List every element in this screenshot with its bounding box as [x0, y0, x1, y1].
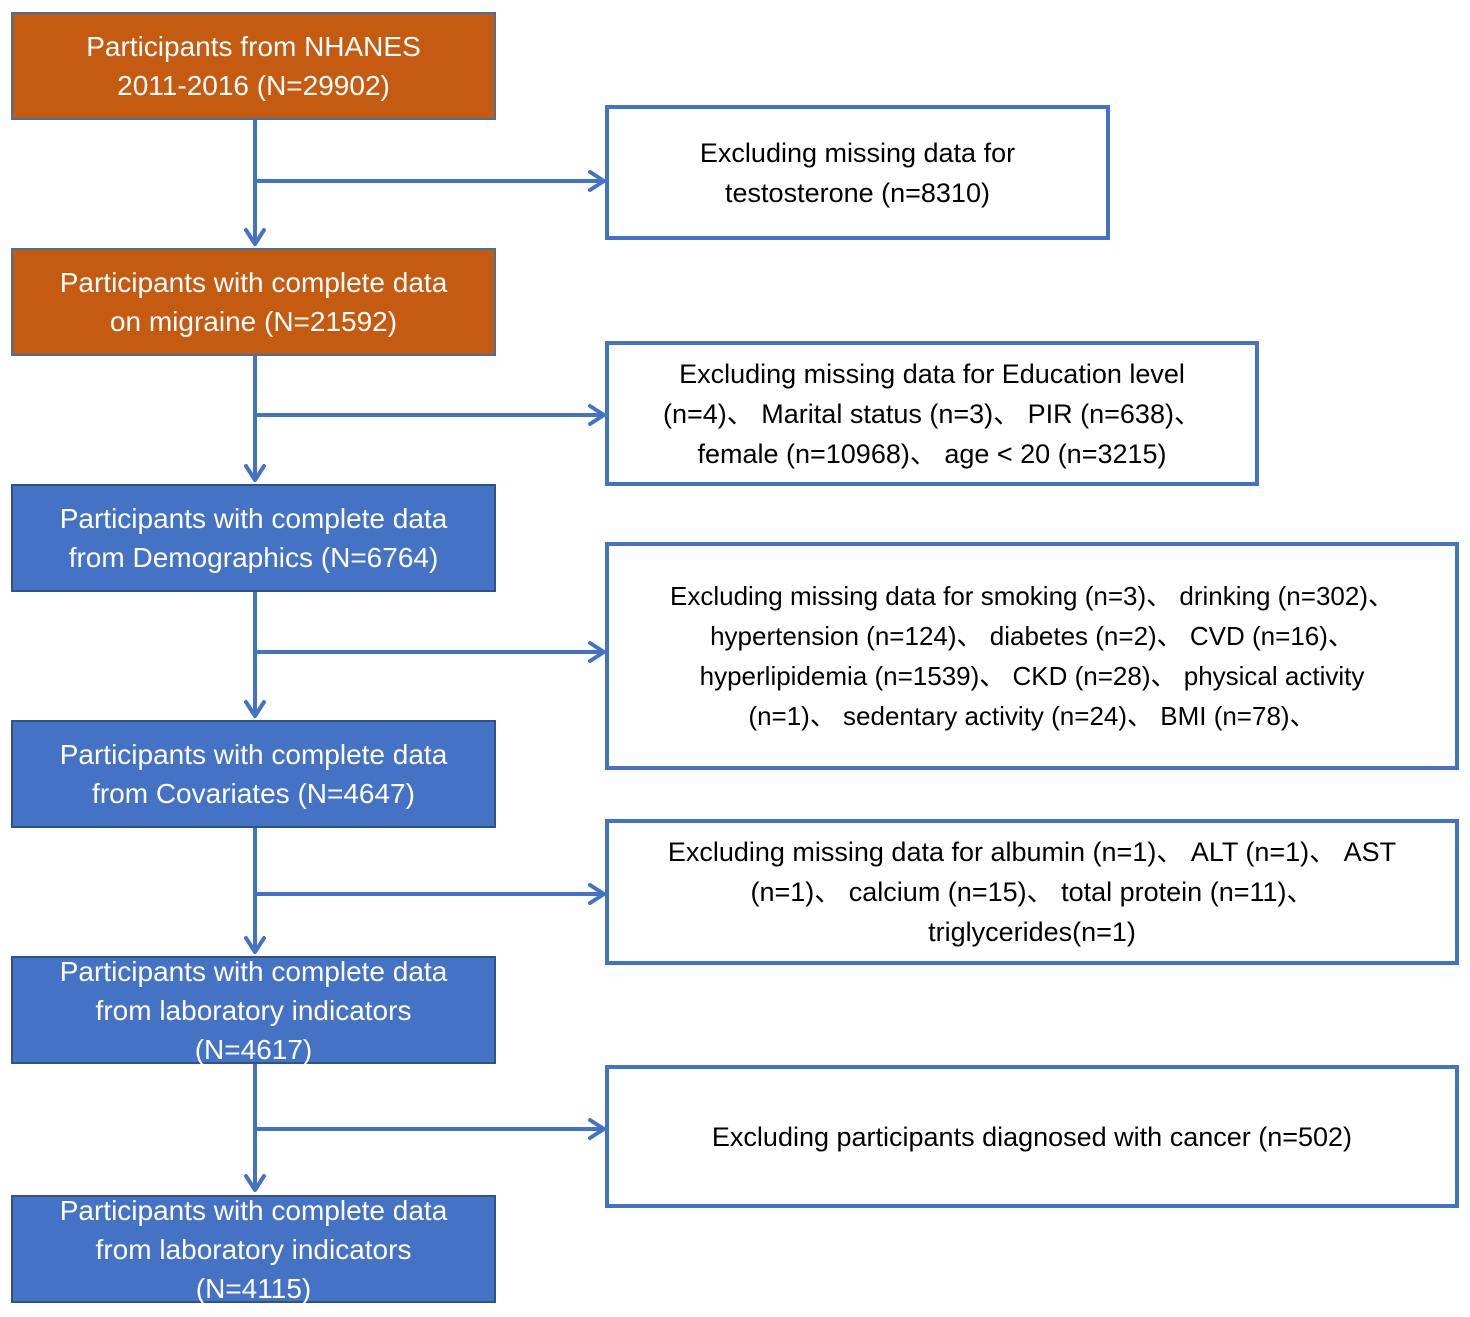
step-box-line: Participants with complete data [59, 503, 448, 534]
flow-arrow-2-head [244, 464, 266, 482]
step-box-line: Participants with complete data [59, 267, 448, 298]
exclusion-box-covariates: Excluding missing data for smoking (n=3)… [605, 542, 1459, 770]
exclusion-box-laboratory: Excluding missing data for albumin (n=1)… [605, 819, 1459, 965]
step-box-line: from laboratory indicators [95, 1233, 412, 1265]
step-box-line: 2011-2016 (N=29902) [117, 70, 390, 101]
exclusion-line: Excluding missing data for smoking (n=3)… [669, 581, 1394, 611]
step-box-line: (N=4115) [195, 1272, 312, 1304]
step-box-laboratory-2: Participants with complete data from lab… [11, 1195, 496, 1304]
step-box-line: Participants with complete data [59, 739, 448, 770]
exclusion-line: triglycerides(n=1) [928, 917, 1136, 947]
step-box-nhanes: Participants from NHANES 2011-2016 (N=29… [11, 12, 496, 120]
branch-arrow-4-head [588, 883, 606, 905]
step-box-line: from Covariates (N=4647) [92, 778, 415, 809]
step-box-line: from laboratory indicators [95, 994, 412, 1026]
exclusion-box-demographics: Excluding missing data for Education lev… [605, 341, 1259, 486]
step-box-line: Participants with complete data [59, 1194, 448, 1226]
step-box-migraine: Participants with complete data on migra… [11, 248, 496, 356]
exclusion-line: testosterone (n=8310) [725, 177, 990, 208]
branch-arrow-5-head [588, 1118, 606, 1140]
exclusion-line: (n=4)、 Marital status (n=3)、 PIR (n=638)… [663, 398, 1201, 429]
flow-arrow-5-head [244, 1174, 266, 1192]
step-box-line: Participants from NHANES [86, 31, 421, 62]
step-box-line: Participants with complete data [59, 955, 448, 987]
step-box-line: (N=4617) [194, 1033, 313, 1065]
exclusion-box-testosterone: Excluding missing data for testosterone … [605, 105, 1110, 240]
exclusion-line: female (n=10968)、 age < 20 (n=3215) [697, 438, 1167, 469]
flow-arrow-4-head [244, 936, 266, 954]
flow-arrow-3-head [244, 700, 266, 718]
exclusion-line: Excluding missing data for [699, 137, 1016, 168]
exclusion-line: Excluding missing data for Education lev… [679, 358, 1185, 389]
exclusion-line: (n=1)、 sedentary activity (n=24)、 BMI (n… [748, 701, 1316, 731]
branch-arrow-3-head [588, 641, 606, 663]
exclusion-line: Excluding participants diagnosed with ca… [711, 1121, 1353, 1152]
exclusion-box-cancer: Excluding participants diagnosed with ca… [605, 1065, 1459, 1208]
exclusion-line: Excluding missing data for albumin (n=1)… [667, 837, 1397, 867]
exclusion-line: hypertension (n=124)、 diabetes (n=2)、 CV… [710, 621, 1354, 651]
step-box-laboratory-1: Participants with complete data from lab… [11, 956, 496, 1065]
step-box-demographics: Participants with complete data from Dem… [11, 484, 496, 592]
step-box-covariates: Participants with complete data from Cov… [11, 720, 496, 828]
step-box-line: from Demographics (N=6764) [68, 542, 439, 573]
exclusion-line: hyperlipidemia (n=1539)、 CKD (n=28)、 phy… [699, 661, 1365, 691]
step-box-line: on migraine (N=21592) [109, 306, 398, 337]
branch-arrow-2-head [588, 404, 606, 426]
flow-arrow-1-head [244, 228, 266, 246]
branch-arrow-1-head [588, 170, 606, 192]
exclusion-line: (n=1)、 calcium (n=15)、 total protein (n=… [750, 877, 1314, 907]
